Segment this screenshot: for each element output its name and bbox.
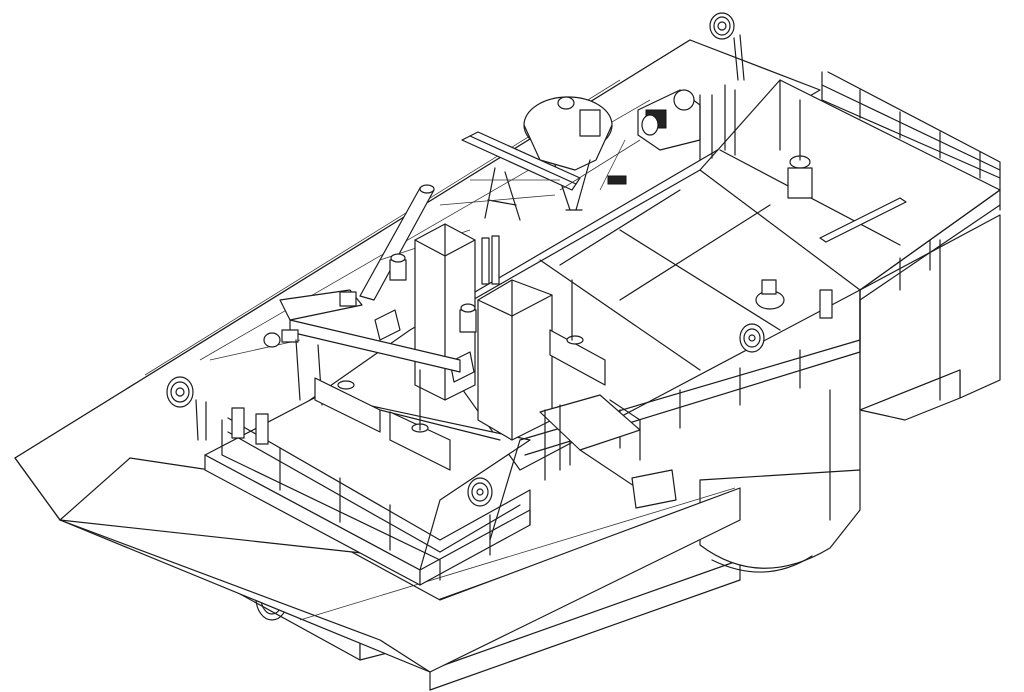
railings [221,71,1001,581]
hopper-silo [523,96,613,211]
cabinet-front [477,279,553,441]
hose-reel-left [166,376,207,441]
hose-reel-front [467,477,493,507]
hose-reel-top [709,12,745,81]
screw-conveyor [263,289,461,406]
front-walkway [539,394,677,509]
vertical-posts [419,99,833,431]
pump-engine [607,84,736,185]
deck-gates [314,329,606,471]
valve-wheel-right [755,155,813,310]
hose-reel-mid [739,323,765,353]
